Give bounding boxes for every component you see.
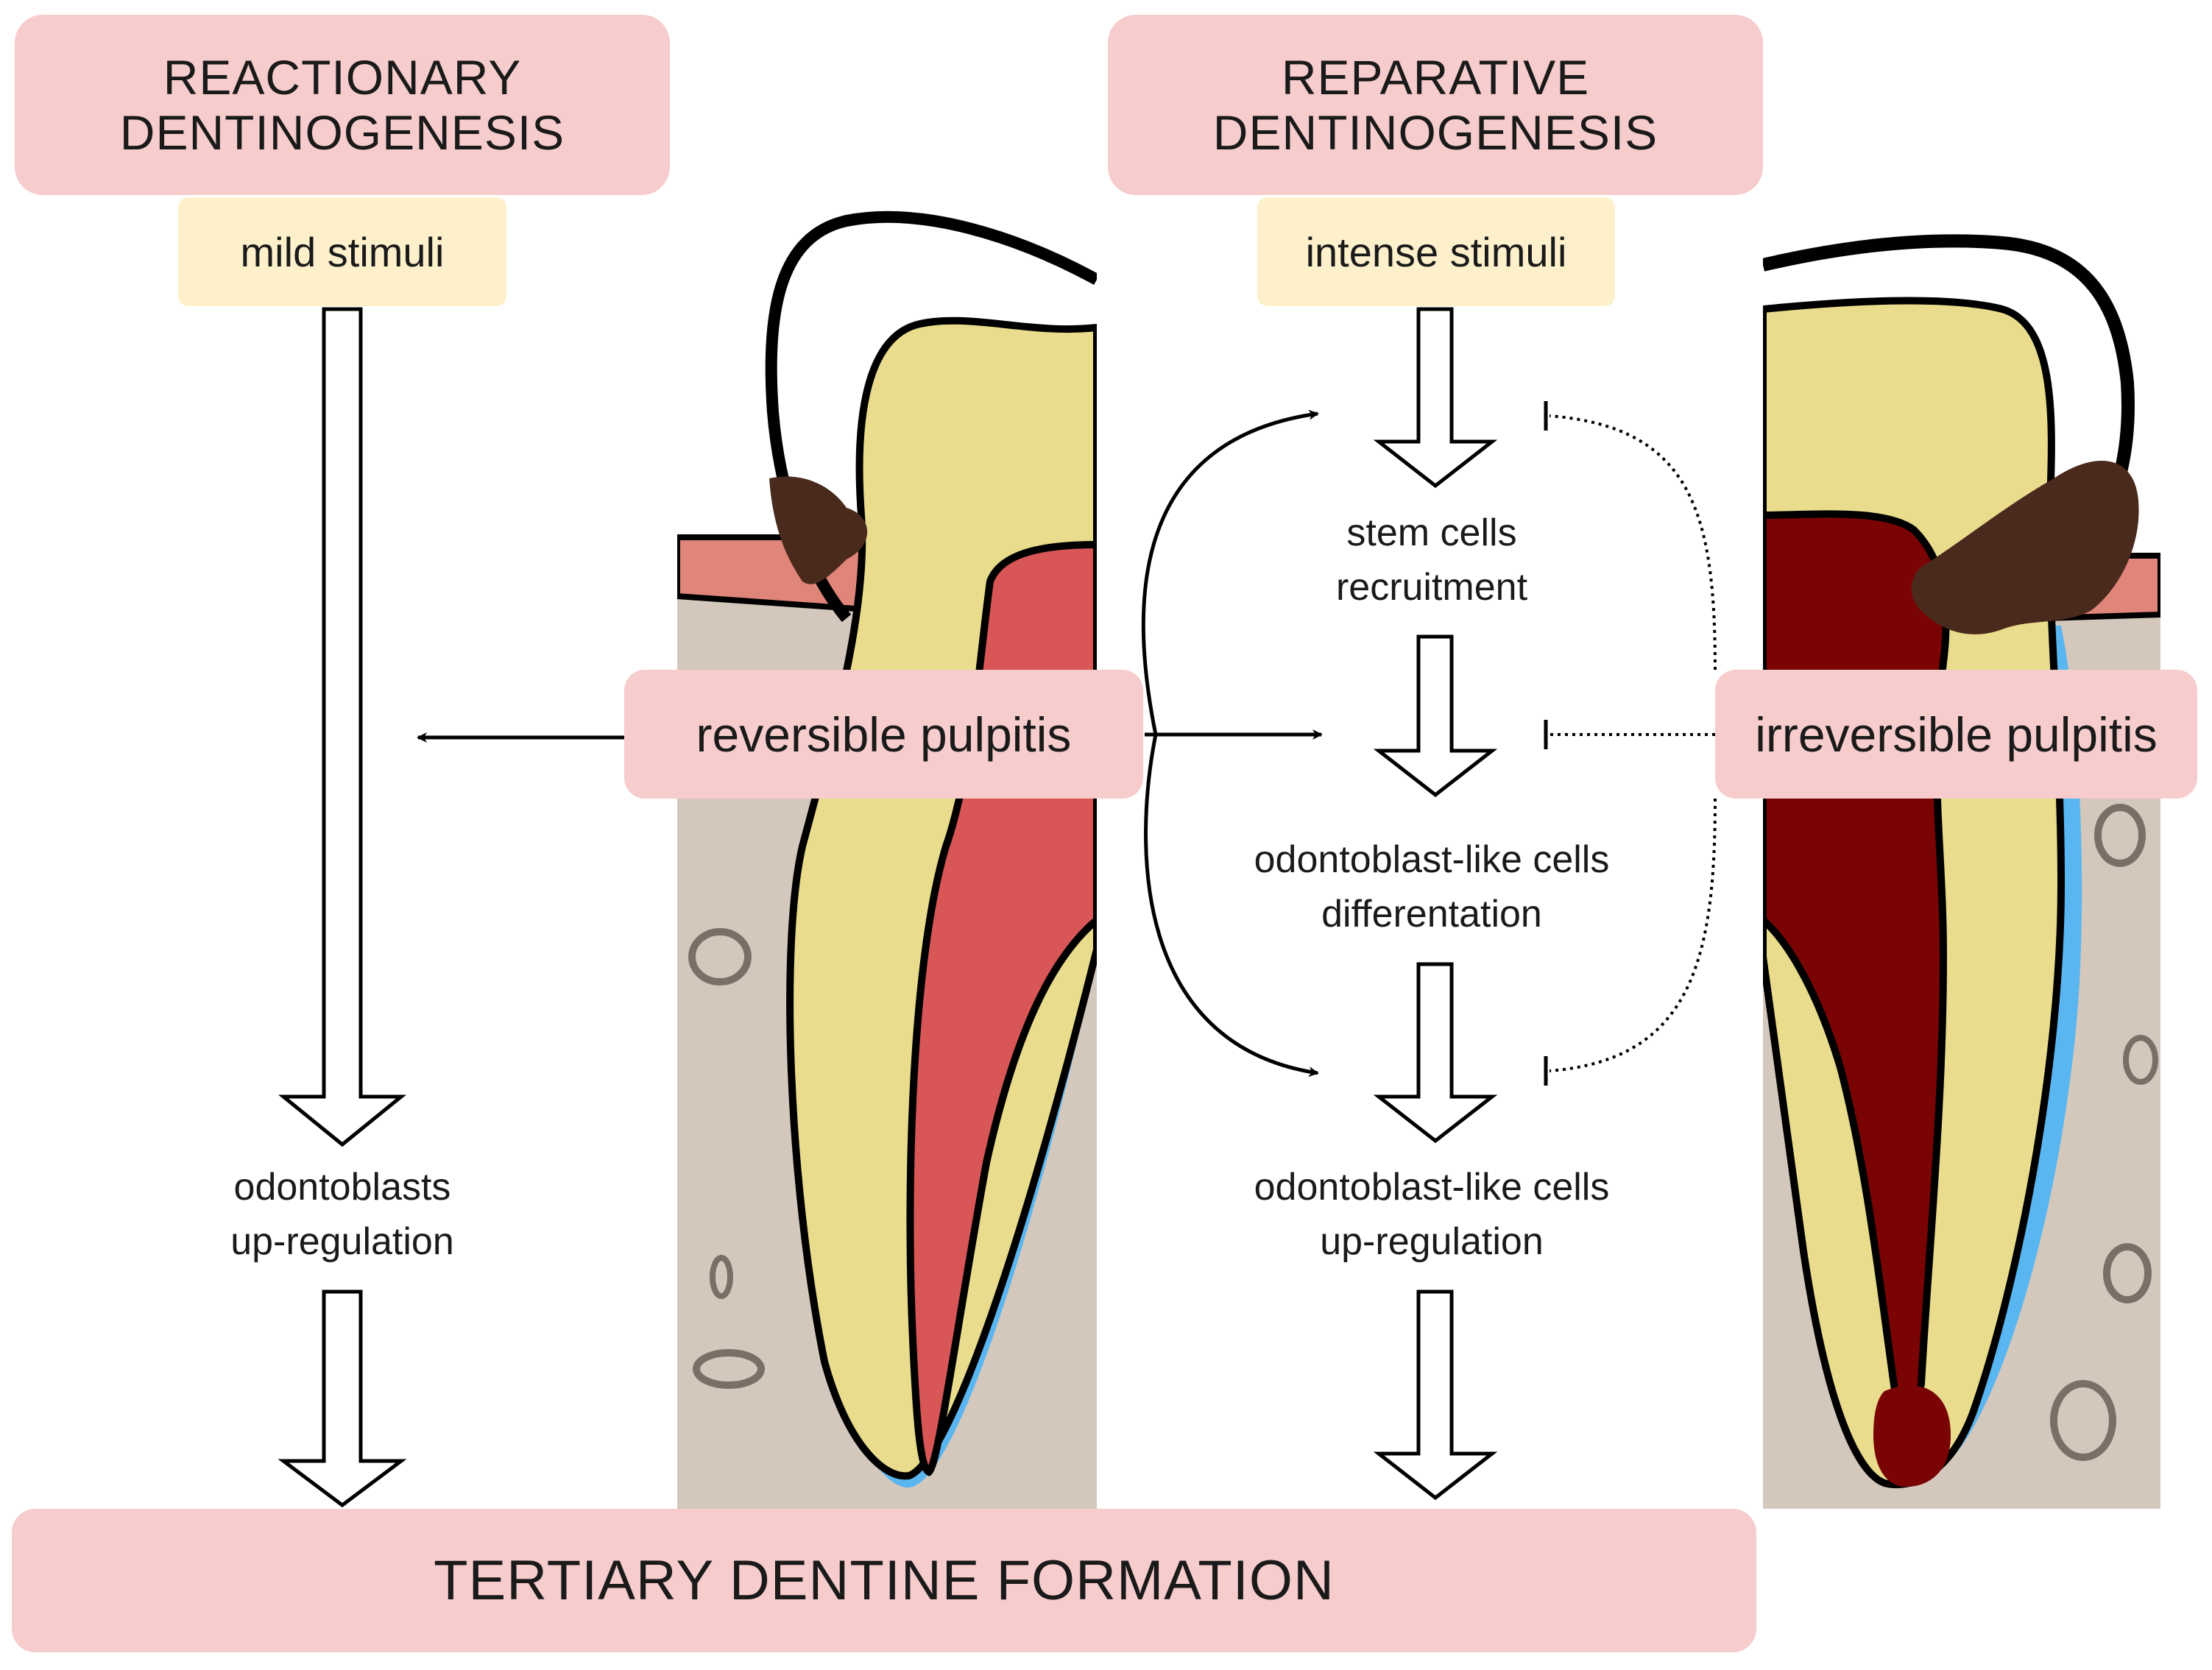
odontoblast-like-differentiation-label: odontoblast-like cells differentation xyxy=(1254,838,1610,935)
odontoblasts-upregulation-label: odontoblasts up-regulation xyxy=(230,1166,454,1263)
irreversible-pulpitis-box: irreversible pulpitis xyxy=(1715,670,2197,799)
stem-cells-recruitment-label: stem cells recruitment xyxy=(1335,512,1528,609)
hollow-arrow-recruitment-to-differentiation xyxy=(1373,634,1498,798)
hollow-arrow-left-short xyxy=(278,1289,407,1508)
bone-lacuna xyxy=(688,928,752,986)
bone-lacuna xyxy=(2050,1380,2116,1461)
reversible-pulpitis-box: reversible pulpitis xyxy=(624,670,1143,799)
hollow-arrow-stimuli-to-recruitment xyxy=(1373,307,1498,489)
inhibition-line-top xyxy=(1549,414,1717,671)
bone-lacuna xyxy=(2123,1035,2158,1085)
hollow-arrow-left-long xyxy=(278,307,407,1147)
tooth-right-illustration xyxy=(1763,234,2160,1509)
tooth-left-illustration xyxy=(677,210,1097,1509)
odontoblast-like-upregulation-label: odontoblast-like cells up-regulation xyxy=(1254,1166,1610,1263)
intense-stimuli-box: intense stimuli xyxy=(1257,197,1615,306)
tertiary-dentine-formation-box: TERTIARY DENTINE FORMATION xyxy=(12,1509,1756,1652)
bone-lacuna xyxy=(693,1349,765,1389)
arrow-curved-to-upregulation xyxy=(1144,734,1319,1078)
periapical-lesion xyxy=(1873,1385,1951,1487)
bone-lacuna xyxy=(710,1255,733,1299)
reparative-dentinogenesis-title: REPARATIVE DENTINOGENESIS xyxy=(1108,15,1763,195)
hollow-arrow-differentiation-to-upregulation xyxy=(1373,962,1498,1144)
arrow-curved-to-recruitment xyxy=(1141,409,1319,735)
hollow-arrow-upregulation-to-formation xyxy=(1373,1289,1498,1501)
reactionary-dentinogenesis-title: REACTIONARY DENTINOGENESIS xyxy=(15,15,670,195)
caries-left xyxy=(769,476,868,584)
bone-lacuna xyxy=(2094,804,2146,867)
enamel-outline-right xyxy=(1763,234,2135,519)
caries-right xyxy=(1911,461,2139,634)
bone-lacuna xyxy=(2103,1243,2152,1303)
mild-stimuli-box: mild stimuli xyxy=(178,197,506,306)
